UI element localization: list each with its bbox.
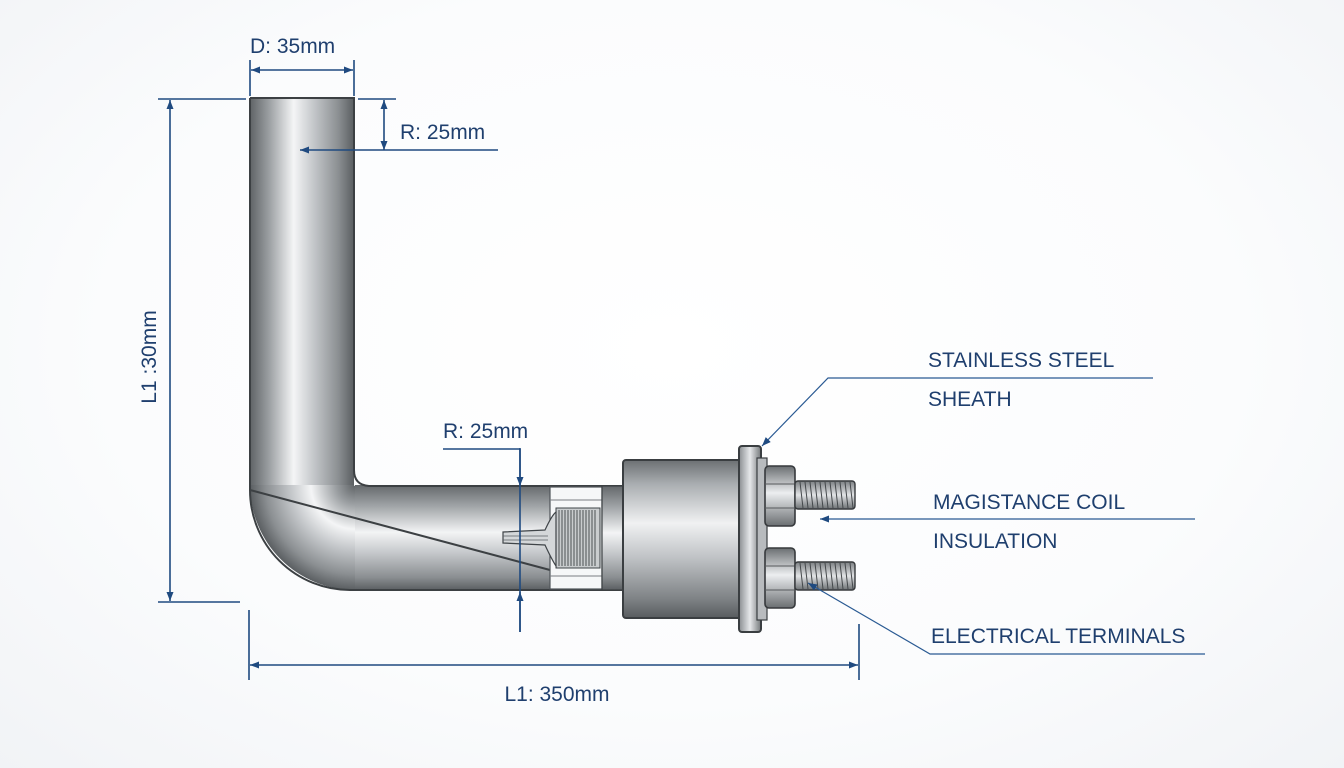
sheath-label-line2: SHEATH <box>928 388 1012 411</box>
diameter-label: D: 35mm <box>250 35 335 58</box>
terminal-housing <box>601 445 768 633</box>
coil-label-line2: INSULATION <box>933 530 1057 553</box>
electrical-terminal-lower <box>764 547 856 609</box>
top-radius-label: R: 25mm <box>400 121 485 144</box>
electrical-terminal-upper <box>764 465 856 527</box>
coil-callout: MAGISTANCE COIL INSULATION <box>820 491 1195 553</box>
stainless-steel-sheath <box>248 97 626 591</box>
terminals-callout: ELECTRICAL TERMINALS <box>807 582 1205 655</box>
bottom-radius-label: R: 25mm <box>443 420 528 443</box>
coil-insulation <box>502 507 601 569</box>
vertical-length-dimension: L1 :30mm <box>138 98 246 603</box>
terminals-label: ELECTRICAL TERMINALS <box>931 625 1185 648</box>
sheath-callout: STAINLESS STEEL SHEATH <box>761 349 1153 447</box>
horizontal-length-label: L1: 350mm <box>504 683 609 706</box>
bottom-radius-dimension: R: 25mm <box>443 420 528 632</box>
vertical-length-label: L1 :30mm <box>138 310 161 403</box>
horizontal-length-dimension: L1: 350mm <box>248 610 860 706</box>
coil-label-line1: MAGISTANCE COIL <box>933 491 1125 514</box>
top-radius-dimension: R: 25mm <box>300 98 498 154</box>
sheath-label-line1: STAINLESS STEEL <box>928 349 1114 372</box>
diameter-dimension: D: 35mm <box>249 35 355 96</box>
